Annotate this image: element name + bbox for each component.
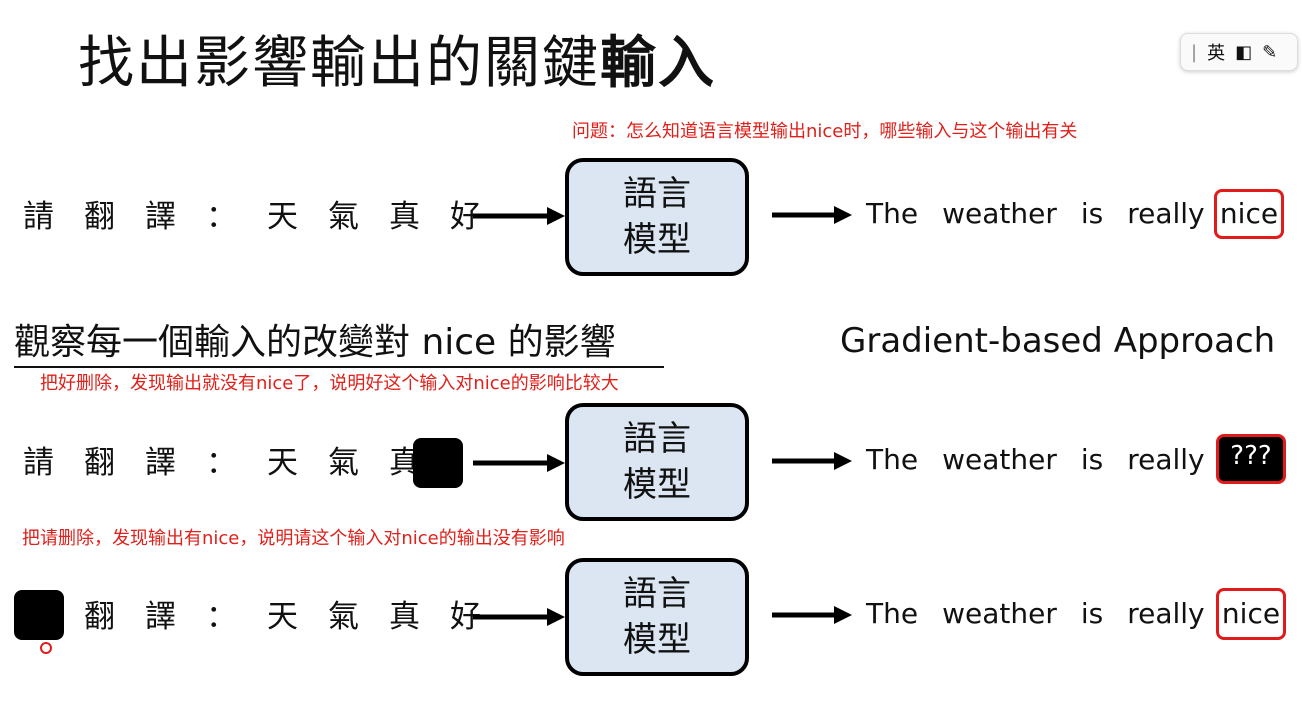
input-token: 翻 <box>84 445 115 481</box>
input-token: ： <box>206 199 237 235</box>
input-token: 氣 <box>328 445 359 481</box>
input-token: 天 <box>267 599 298 635</box>
output-word: really <box>1127 197 1205 230</box>
input-token: 譯 <box>145 445 176 481</box>
masked-token-hao <box>413 438 463 488</box>
input-token: ： <box>206 599 237 635</box>
arrow-to-model-row1 <box>473 207 565 225</box>
ime-settings-icon[interactable]: ✎ <box>1262 41 1278 63</box>
language-model-box-row1: 語言 模型 <box>565 158 749 276</box>
title-bold-text: 輸入 <box>600 31 716 96</box>
input-token: 翻 <box>84 599 115 635</box>
model-label-line1: 語言 <box>623 574 691 614</box>
output-word: is <box>1080 443 1104 476</box>
output-nice-highlight-row3: nice <box>1216 588 1286 640</box>
input-token: 氣 <box>328 599 359 635</box>
output-word: weather <box>942 197 1057 230</box>
model-label-line2: 模型 <box>623 620 691 660</box>
ime-divider: | <box>1191 41 1198 63</box>
ime-toolbar[interactable]: | 英 ◧ ✎ <box>1180 33 1298 71</box>
output-word: really <box>1127 443 1205 476</box>
output-nice-highlight-row1: nice <box>1214 189 1284 239</box>
input-token: 翻 <box>84 199 115 235</box>
arrow-to-output-row2 <box>772 452 852 470</box>
title-text: 找出影響輸出的關鍵 <box>78 31 600 96</box>
subheading-underline <box>14 366 664 368</box>
input-token: 天 <box>267 445 298 481</box>
input-token: 真 <box>389 599 420 635</box>
input-token: ： <box>206 445 237 481</box>
arrow-to-output-row3 <box>772 606 852 624</box>
arrow-to-model-row2 <box>473 454 565 472</box>
output-sentence-row2: The weather is really <box>866 442 1229 478</box>
model-label-line2: 模型 <box>623 465 691 505</box>
input-token: 請 <box>23 445 54 481</box>
method-label: Gradient-based Approach <box>840 321 1276 361</box>
input-token: 譯 <box>145 199 176 235</box>
output-sentence-row1: The weather is really <box>866 196 1229 232</box>
language-model-box-row2: 語言 模型 <box>565 403 749 521</box>
ime-layout-icon[interactable]: ◧ <box>1235 41 1253 63</box>
model-label-line2: 模型 <box>623 220 691 260</box>
input-token: 譯 <box>145 599 176 635</box>
masked-token-qing <box>14 590 64 640</box>
output-word: weather <box>942 443 1057 476</box>
input-sentence-row2: 請翻譯：天氣真 <box>8 443 435 483</box>
output-word: The <box>866 197 919 230</box>
output-unknown-row2: ??? <box>1216 434 1286 484</box>
input-token: 氣 <box>328 199 359 235</box>
subheading: 觀察每一個輸入的改變對 nice 的影響 <box>14 322 616 363</box>
slide-title: 找出影響輸出的關鍵輸入 <box>78 26 716 102</box>
output-word: weather <box>942 597 1057 630</box>
input-sentence-row3: 翻譯：天氣真好 <box>69 597 496 637</box>
cursor-indicator-icon <box>40 642 52 654</box>
arrow-to-model-row3 <box>473 608 565 626</box>
question-note: 问题：怎么知道语言模型输出nice时，哪些输入与这个输出有关 <box>572 121 1078 142</box>
language-model-box-row3: 語言 模型 <box>565 558 749 676</box>
input-sentence-row1: 請翻譯：天氣真好 <box>8 197 496 237</box>
remove-hao-note: 把好删除，发现输出就没有nice了，说明好这个输入对nice的影响比较大 <box>40 373 619 394</box>
ime-mode-button[interactable]: 英 <box>1207 43 1226 64</box>
output-word: really <box>1127 597 1205 630</box>
output-word: The <box>866 443 919 476</box>
arrow-to-output-row1 <box>772 206 852 224</box>
output-word: is <box>1080 597 1104 630</box>
output-word: is <box>1080 197 1104 230</box>
output-word: The <box>866 597 919 630</box>
output-sentence-row3: The weather is really <box>866 596 1229 632</box>
input-token: 請 <box>23 199 54 235</box>
input-token: 天 <box>267 199 298 235</box>
model-label-line1: 語言 <box>623 419 691 459</box>
remove-qing-note: 把请删除，发现输出有nice，说明请这个输入对nice的输出没有影响 <box>22 528 565 549</box>
input-token: 真 <box>389 199 420 235</box>
model-label-line1: 語言 <box>623 174 691 214</box>
